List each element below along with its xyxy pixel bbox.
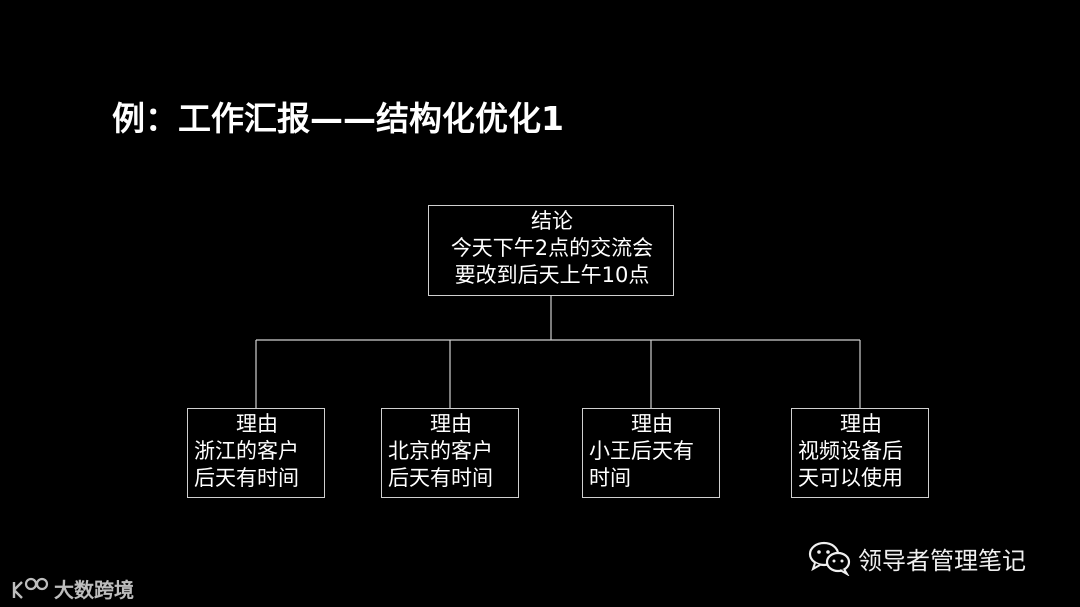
reason-line: 浙江的客户 <box>194 439 299 463</box>
brand-logo-icon <box>12 577 49 599</box>
reason-heading: 理由 <box>236 412 278 436</box>
brand-logo-text: 大数跨境 <box>54 578 134 602</box>
conclusion-line-1: 今天下午2点的交流会 <box>450 236 654 260</box>
reason-box-1: 理由 浙江的客户 后天有时间 <box>187 408 325 498</box>
reason-line: 时间 <box>589 466 631 490</box>
conclusion-box: 结论 今天下午2点的交流会 要改到后天上午10点 <box>428 205 674 296</box>
reason-box-4: 理由 视频设备后 天可以使用 <box>791 408 929 498</box>
reason-box-2: 理由 北京的客户 后天有时间 <box>381 408 519 498</box>
reason-line: 天可以使用 <box>798 466 903 490</box>
reason-line: 后天有时间 <box>194 466 299 490</box>
reason-heading: 理由 <box>430 412 472 436</box>
wechat-watermark: 领导者管理笔记 <box>808 540 1026 576</box>
reason-heading: 理由 <box>631 412 673 436</box>
slide-title: 例：工作汇报——结构化优化1 <box>112 99 564 138</box>
brand-logo: 大数跨境 <box>10 574 134 603</box>
reason-line: 北京的客户 <box>388 439 493 463</box>
wechat-icon <box>808 541 851 576</box>
reason-line: 小王后天有 <box>589 439 694 463</box>
reason-line: 视频设备后 <box>798 439 903 463</box>
conclusion-line-2: 要改到后天上午10点 <box>454 263 650 287</box>
conclusion-heading: 结论 <box>531 209 573 233</box>
reason-heading: 理由 <box>840 412 882 436</box>
watermark-text: 领导者管理笔记 <box>858 546 1026 575</box>
reason-line: 后天有时间 <box>388 466 493 490</box>
reason-box-3: 理由 小王后天有 时间 <box>582 408 720 498</box>
